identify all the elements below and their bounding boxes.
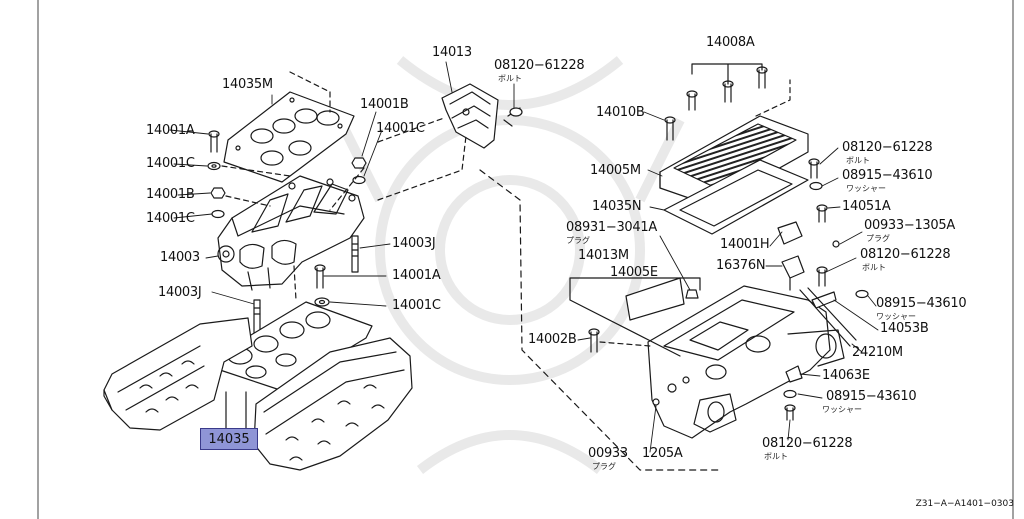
part-label-08120-bottom[interactable]: 08120−61228 xyxy=(762,436,853,451)
bolt-08120-r2 xyxy=(816,266,828,287)
gasket-14035N xyxy=(663,159,809,235)
washer-14001C-left1 xyxy=(207,161,221,171)
bracket-14001H xyxy=(777,221,803,245)
nut-14001B-top xyxy=(351,157,367,169)
part-label-14035-highlighted[interactable]: 14035 xyxy=(200,428,258,450)
part-label-14003J-right[interactable]: 14003J xyxy=(392,236,436,251)
part-label-08120-top[interactable]: 08120−61228 xyxy=(494,58,585,73)
part-label-14001H[interactable]: 14001H xyxy=(720,237,770,252)
sublabel-bolt-3: ボルト xyxy=(862,263,886,272)
part-label-14003[interactable]: 14003 xyxy=(160,250,200,265)
part-label-08915-r2[interactable]: 08915−43610 xyxy=(876,296,967,311)
cylinder-head-left xyxy=(103,317,253,431)
washer-08915-r3 xyxy=(783,389,797,399)
part-label-14003J-left[interactable]: 14003J xyxy=(158,285,202,300)
gasket-14035M xyxy=(223,91,355,183)
bolt-14001A-left xyxy=(208,130,220,153)
sublabel-plug-2: プラグ xyxy=(866,234,890,243)
part-label-14051A[interactable]: 14051A xyxy=(842,199,891,214)
part-label-14001C-left1[interactable]: 14001C xyxy=(146,156,195,171)
sublabel-bolt-1: ボルト xyxy=(498,74,522,83)
bolt-14002B xyxy=(588,328,600,353)
part-label-14001B-left[interactable]: 14001B xyxy=(146,187,195,202)
part-label-00933-bottom[interactable]: 00933 xyxy=(588,446,628,461)
part-label-14010B[interactable]: 14010B xyxy=(596,105,645,120)
plug-00933-bottom xyxy=(652,398,660,406)
diagram-reference-code: Z31−A−A1401−0303 xyxy=(915,499,1014,509)
washer-14001C-mid xyxy=(314,297,330,307)
nut-14001B-left xyxy=(210,187,226,199)
part-label-14035M[interactable]: 14035M xyxy=(222,77,273,92)
sublabel-bolt-4: ボルト xyxy=(764,452,788,461)
part-label-14005E[interactable]: 14005E xyxy=(610,265,658,280)
washer-08915-r1 xyxy=(809,181,823,191)
part-label-08915-r3[interactable]: 08915−43610 xyxy=(826,389,917,404)
bolt-14051A xyxy=(816,204,828,223)
bolt-08120-top xyxy=(503,107,523,127)
part-label-14001A-left[interactable]: 14001A xyxy=(146,123,195,138)
part-label-14001C-right[interactable]: 14001C xyxy=(376,121,425,136)
part-label-14001A-mid[interactable]: 14001A xyxy=(392,268,441,283)
cover-14013 xyxy=(441,83,499,149)
bracket-14053B xyxy=(811,291,837,309)
bolt-14010B xyxy=(664,116,676,141)
washer-14001C-top xyxy=(352,175,366,185)
part-label-16376N[interactable]: 16376N xyxy=(716,258,766,273)
part-label-08931-3041A[interactable]: 08931−3041A xyxy=(566,220,657,235)
sublabel-plug-3: プラグ xyxy=(592,462,616,471)
sublabel-washer-1: ワッシャー xyxy=(846,184,886,193)
washer-14001C-left2 xyxy=(211,209,225,219)
part-label-14035N[interactable]: 14035N xyxy=(592,199,642,214)
plug-00933-top xyxy=(832,240,840,248)
pipe-24210M xyxy=(799,287,857,347)
part-label-08120-r2[interactable]: 08120−61228 xyxy=(860,247,951,262)
bolt-14063E xyxy=(785,365,803,383)
bolt-14008A-1 xyxy=(686,90,698,111)
part-label-24210M[interactable]: 24210M xyxy=(852,345,903,360)
intake-manifold-14003 xyxy=(217,175,365,291)
bolt-14001A-mid xyxy=(314,264,326,289)
plate-14005E xyxy=(625,277,685,321)
part-label-14005M[interactable]: 14005M xyxy=(590,163,641,178)
part-label-14001C-left2[interactable]: 14001C xyxy=(146,211,195,226)
part-label-1205A[interactable]: 1205A xyxy=(642,446,683,461)
part-label-14008A[interactable]: 14008A xyxy=(706,35,755,50)
part-label-14002B[interactable]: 14002B xyxy=(528,332,577,347)
part-label-00933-1305A[interactable]: 00933−1305A xyxy=(864,218,955,233)
sensor-16376N xyxy=(781,255,805,291)
bolt-08120-bottom xyxy=(784,404,796,421)
part-label-14001B-top[interactable]: 14001B xyxy=(360,97,409,112)
collector-14013M xyxy=(647,285,845,439)
sublabel-washer-3: ワッシャー xyxy=(822,405,862,414)
sublabel-washer-2: ワッシャー xyxy=(876,312,916,321)
part-label-14013M[interactable]: 14013M xyxy=(578,248,629,263)
stud-14003J-right xyxy=(351,235,359,273)
part-label-14001C-mid[interactable]: 14001C xyxy=(392,298,441,313)
sublabel-bolt-2: ボルト xyxy=(846,156,870,165)
part-label-14053B[interactable]: 14053B xyxy=(880,321,929,336)
part-label-14063E[interactable]: 14063E xyxy=(822,368,870,383)
part-label-08915-r1[interactable]: 08915−43610 xyxy=(842,168,933,183)
bolt-08120-r1 xyxy=(808,158,820,179)
plug-08931 xyxy=(685,289,699,299)
washer-08915-r2 xyxy=(855,289,869,299)
cylinder-head-right xyxy=(253,337,413,471)
part-label-14013[interactable]: 14013 xyxy=(432,45,472,60)
sublabel-plug-1: プラグ xyxy=(566,236,590,245)
part-label-08120-r1[interactable]: 08120−61228 xyxy=(842,140,933,155)
